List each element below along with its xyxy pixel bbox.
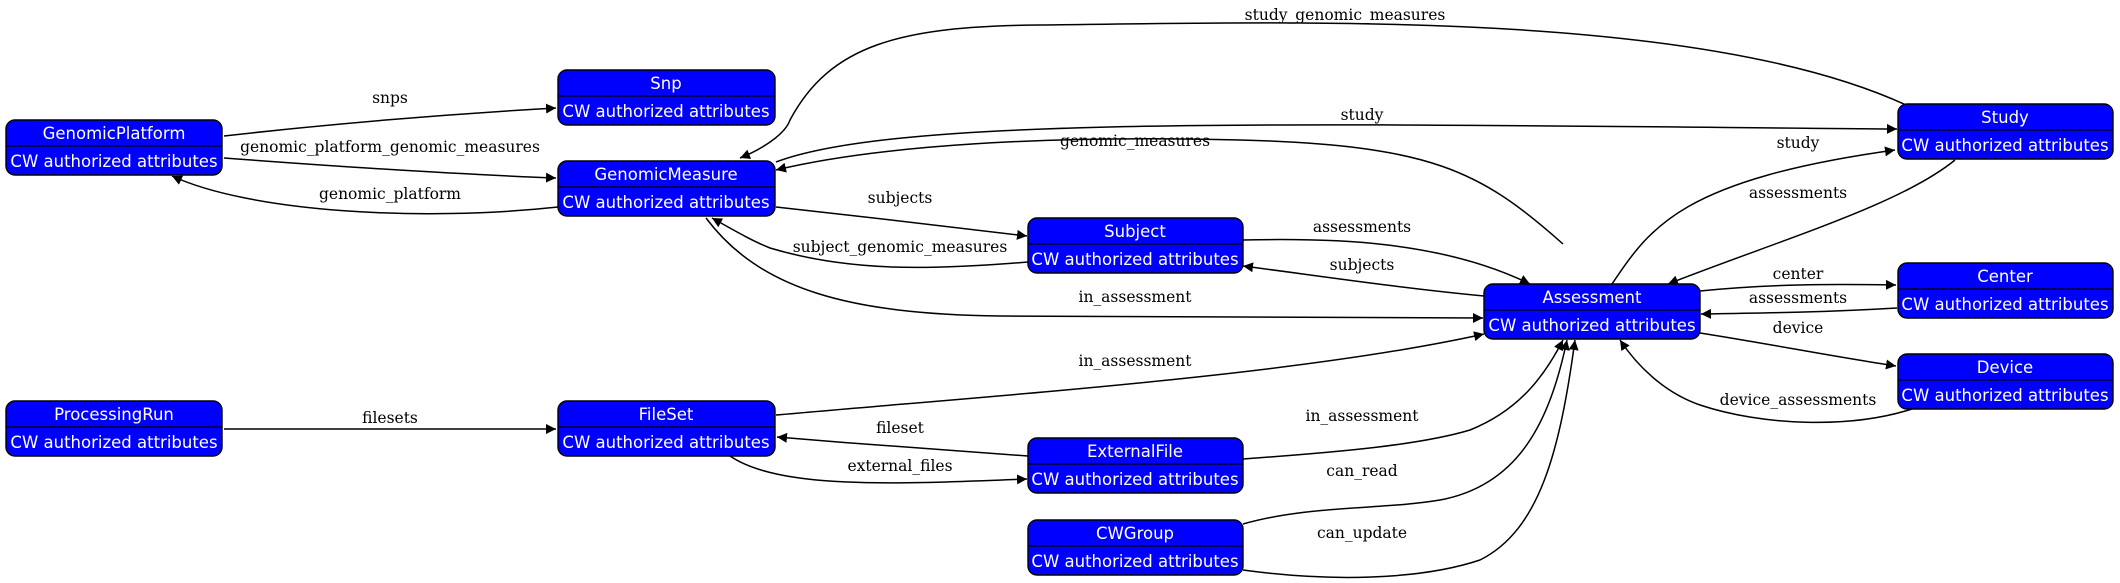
edge-fileset: fileset — [776, 419, 1029, 457]
edge-device: device — [1699, 319, 1897, 370]
node-title: ProcessingRun — [54, 405, 174, 424]
edge-in-assessment-from-genomic-measure: in_assessment — [705, 217, 1484, 323]
edge-label: fileset — [876, 419, 925, 437]
edge-snps: snps — [223, 89, 557, 137]
node-genomic-platform[interactable]: GenomicPlatform CW authorized attributes — [5, 119, 223, 176]
node-subtitle: CW authorized attributes — [10, 433, 217, 452]
edge-device-assessments: device_assessments — [1619, 339, 1916, 424]
edge-in-assessment-from-file-set: in_assessment — [775, 331, 1485, 416]
edge-label: device — [1773, 319, 1824, 337]
node-subtitle: CW authorized attributes — [1488, 316, 1695, 335]
edge-study: study — [775, 106, 1898, 163]
node-title: Study — [1981, 108, 2029, 127]
edge-assessments-from-center: assessments — [1700, 289, 1898, 319]
edge-label: in_assessment — [1305, 407, 1419, 425]
edge-subjects-from-genomic-measure: subjects — [775, 189, 1028, 240]
node-title: GenomicMeasure — [594, 165, 737, 184]
edge-label: center — [1773, 265, 1824, 283]
edge-genomic-measures: genomic_measures — [775, 132, 1564, 245]
edge-label: external_files — [847, 457, 952, 475]
edge-genomic-platform: genomic_platform — [171, 175, 559, 215]
edge-label: study — [1341, 106, 1384, 124]
node-title: Device — [1977, 358, 2033, 377]
edge-label: genomic_platform — [319, 185, 461, 203]
node-cw-group[interactable]: CWGroup CW authorized attributes — [1027, 519, 1244, 576]
nodes: GenomicPlatform CW authorized attributes… — [5, 69, 2114, 576]
edge-label: snps — [372, 89, 408, 107]
node-external-file[interactable]: ExternalFile CW authorized attributes — [1027, 437, 1244, 494]
node-subject[interactable]: Subject CW authorized attributes — [1027, 217, 1244, 274]
edge-label: filesets — [362, 409, 418, 427]
node-subtitle: CW authorized attributes — [1901, 295, 2108, 314]
edge-study-genomic-measures: study_genomic_measures — [739, 6, 1907, 159]
node-title: ExternalFile — [1087, 442, 1183, 461]
node-subtitle: CW authorized attributes — [1031, 250, 1238, 269]
edge-study-from-assessment: study — [1611, 134, 1896, 285]
edge-can-read: can_read — [1242, 339, 1570, 525]
node-snp[interactable]: Snp CW authorized attributes — [557, 69, 776, 126]
edge-assessments-from-subject: assessments — [1242, 218, 1531, 285]
node-subtitle: CW authorized attributes — [562, 193, 769, 212]
edge-label: subject_genomic_measures — [793, 238, 1008, 256]
edge-label: assessments — [1749, 289, 1847, 307]
node-subtitle: CW authorized attributes — [1901, 136, 2108, 155]
edge-label: subjects — [1330, 256, 1395, 274]
node-subtitle: CW authorized attributes — [1031, 552, 1238, 571]
node-title: FileSet — [639, 405, 694, 424]
edge-label: genomic_measures — [1060, 132, 1210, 150]
node-subtitle: CW authorized attributes — [562, 433, 769, 452]
node-title: Subject — [1104, 222, 1166, 241]
edge-subjects-from-assessment: subjects — [1242, 256, 1485, 297]
edge-genomic-platform-genomic-measures: genomic_platform_genomic_measures — [223, 138, 557, 183]
edge-label: subjects — [868, 189, 933, 207]
node-subtitle: CW authorized attributes — [1901, 386, 2108, 405]
node-assessment[interactable]: Assessment CW authorized attributes — [1483, 283, 1701, 340]
node-study[interactable]: Study CW authorized attributes — [1897, 103, 2114, 160]
node-title: CWGroup — [1096, 524, 1174, 543]
edge-label: study_genomic_measures — [1245, 6, 1446, 24]
node-title: Assessment — [1543, 288, 1643, 307]
edges: snps genomic_platform_genomic_measures g… — [171, 6, 1956, 579]
edge-in-assessment-from-external-file: in_assessment — [1242, 339, 1564, 460]
node-genomic-measure[interactable]: GenomicMeasure CW authorized attributes — [557, 160, 776, 217]
edge-external-files: external_files — [729, 455, 1028, 485]
node-subtitle: CW authorized attributes — [10, 152, 217, 171]
node-file-set[interactable]: FileSet CW authorized attributes — [557, 400, 776, 457]
edge-label: can_read — [1326, 462, 1397, 480]
node-title: Snp — [650, 74, 681, 93]
edge-label: study — [1777, 134, 1820, 152]
edge-label: genomic_platform_genomic_measures — [240, 138, 540, 156]
node-subtitle: CW authorized attributes — [562, 102, 769, 121]
edge-assessments-from-study: assessments — [1667, 159, 1956, 285]
edge-subject-genomic-measures: subject_genomic_measures — [711, 217, 1029, 269]
node-subtitle: CW authorized attributes — [1031, 470, 1238, 489]
edge-can-update: can_update — [1242, 339, 1579, 579]
node-title: GenomicPlatform — [43, 124, 186, 143]
node-center[interactable]: Center CW authorized attributes — [1897, 262, 2114, 319]
edge-label: device_assessments — [1720, 391, 1877, 409]
edge-center: center — [1699, 265, 1897, 292]
node-processing-run[interactable]: ProcessingRun CW authorized attributes — [5, 400, 223, 457]
edge-filesets: filesets — [223, 409, 556, 434]
node-title: Center — [1977, 267, 2033, 286]
edge-label: in_assessment — [1078, 288, 1192, 306]
edge-label: in_assessment — [1078, 352, 1192, 370]
edge-label: assessments — [1313, 218, 1411, 236]
edge-label: can_update — [1317, 524, 1407, 542]
node-device[interactable]: Device CW authorized attributes — [1897, 353, 2114, 410]
edge-label: assessments — [1749, 184, 1847, 202]
